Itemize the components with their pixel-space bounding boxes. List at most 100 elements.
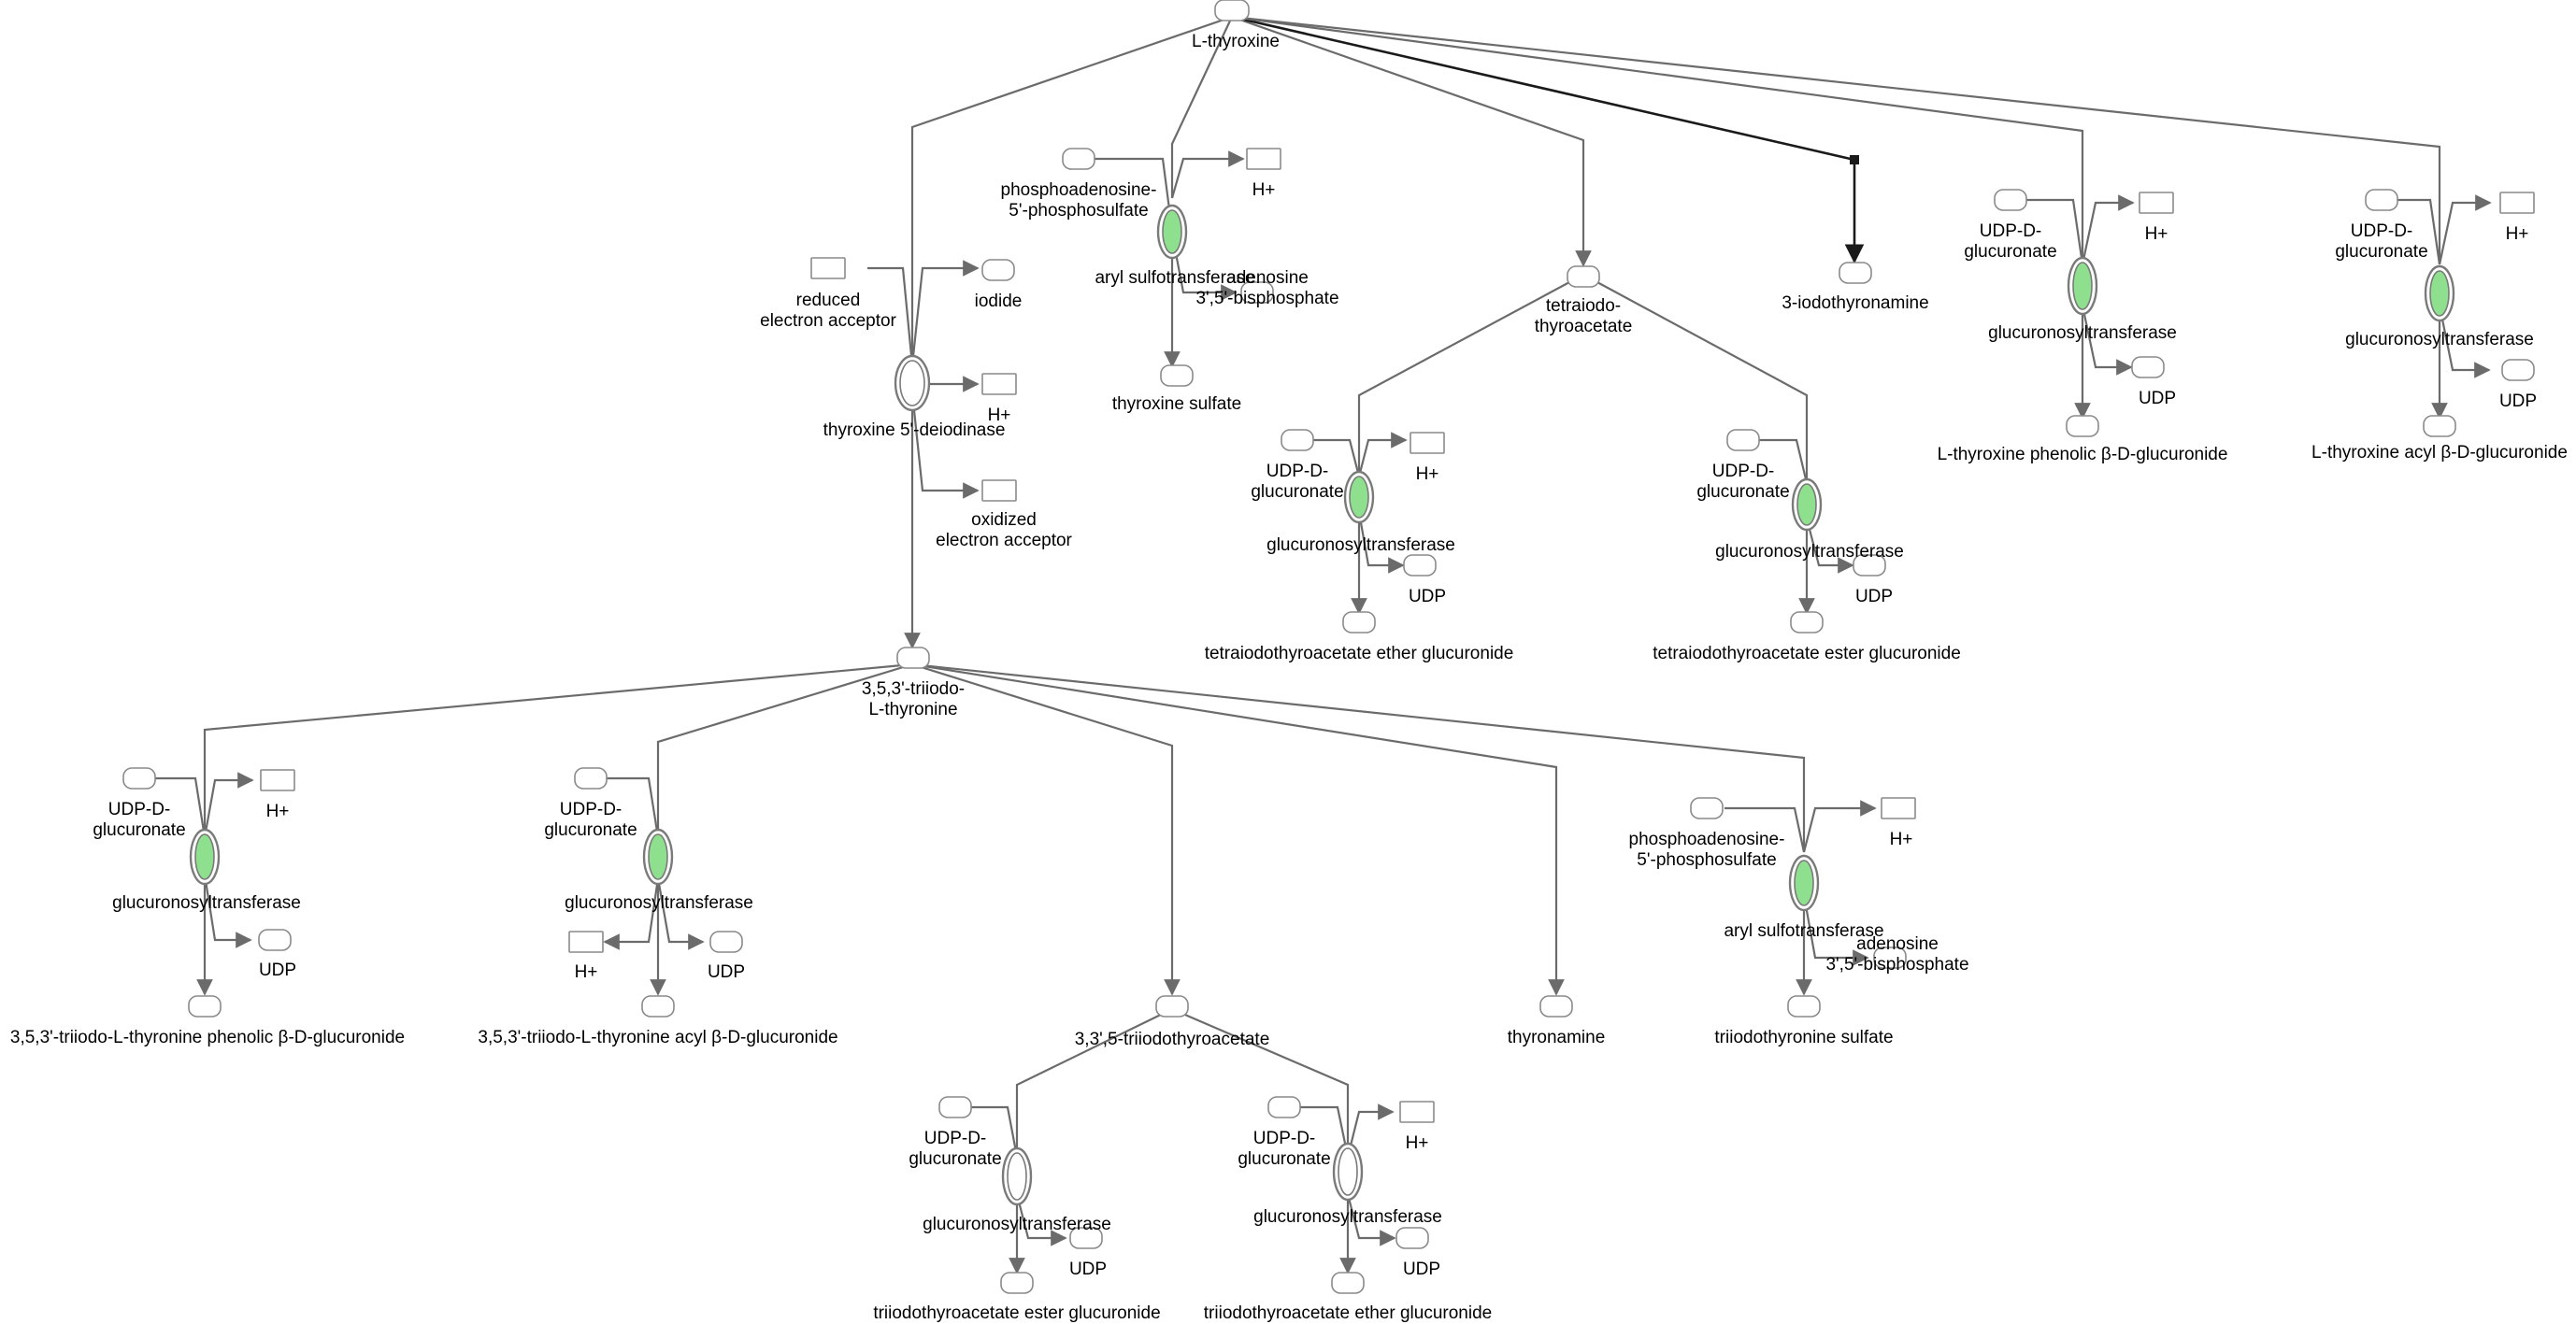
udp-node[interactable] [2501,359,2535,381]
triac-ester-glucuronide-node[interactable] [1000,1272,1034,1294]
enzyme-sulfTop-node[interactable] [1156,204,1188,260]
udp-glucuronate-node[interactable] [1281,429,1314,451]
reaction-edge [910,260,980,366]
thyroxine-sulfate-node[interactable] [1160,364,1194,387]
reaction-edge [203,662,913,837]
t3-acyl-glucuronide-node[interactable] [641,995,675,1018]
enzyme-ugtR1-node[interactable] [2067,256,2098,316]
reaction-edge [2438,194,2492,265]
label-hplusB4: H+ [1406,1133,1429,1153]
udp-glucuronate-node[interactable] [574,767,608,790]
udp-glucuronate-node[interactable] [1726,429,1760,451]
reaction-edge [904,15,1233,649]
udp-glucuronate-node[interactable] [1267,1096,1301,1118]
enzyme-ugtR2-node[interactable] [2424,264,2455,322]
enzyme-deiodinase-node[interactable] [894,354,931,412]
reaction-edge [911,662,1181,996]
reaction-edge [656,662,913,837]
label-thyroxine: L-thyroxine [1192,32,1280,51]
udp-node[interactable] [1403,554,1437,577]
L-thyroxine-node[interactable] [1214,0,1250,21]
hplus-node[interactable] [981,373,1017,395]
udp-glucuronate-node[interactable] [938,1096,972,1118]
tetrac-ester-glucuronide-node[interactable] [1790,611,1824,634]
udp-glucuronate-node[interactable] [1994,189,2027,211]
udp-node[interactable] [709,931,743,953]
reaction-edge [1357,511,1405,574]
reaction-edge [2081,305,2133,376]
oxidized-electron-acceptor-node[interactable] [981,479,1017,502]
label-thyroxineSulfate: thyroxine sulfate [1112,394,1241,414]
udp-node[interactable] [258,929,292,951]
enzyme-ugtT1-node[interactable] [1343,470,1375,524]
thyroxine-acyl-glucuronide-node[interactable] [2423,415,2456,437]
udp-node[interactable] [1395,1227,1429,1249]
reduced-electron-acceptor-node[interactable] [810,257,846,279]
reaction-edge [1170,150,1245,199]
enzyme-ugtB2-node[interactable] [642,828,674,886]
udp-glucuronate-node[interactable] [122,767,156,790]
hplus-node[interactable] [260,769,295,791]
reaction-edge [867,266,914,366]
enzyme-ugtT2-node[interactable] [1791,477,1823,532]
label-hplusB2: H+ [575,962,598,982]
label-papsB: phosphoadenosine-5'-phosphosulfate [1629,830,1785,870]
hplus-node[interactable] [1399,1101,1435,1123]
reaction-edge [1170,16,1233,198]
hplus-node[interactable] [568,931,604,953]
paps-node[interactable] [1062,148,1095,170]
thyroxine-phenolic-glucuronide-node[interactable] [2066,415,2099,437]
iodothyronamine-node[interactable] [1839,262,1872,284]
hplus-node[interactable] [1410,432,1445,454]
reaction-edge [1231,15,2084,264]
udp-node[interactable] [1069,1227,1103,1249]
label-hplusT1: H+ [1416,464,1439,484]
udp-node[interactable] [1853,554,1886,577]
hplus-node[interactable] [2139,192,2174,214]
label-udpB4: UDP [1403,1260,1440,1279]
label-ugtT1: glucuronosyltransferase [1267,535,1455,555]
reaction-edge [1724,806,1806,853]
hplus-node[interactable] [1881,797,1916,819]
reaction-edge [1582,274,1809,483]
label-triacEther: triiodothyroacetate ether glucuronide [1204,1303,1492,1323]
udp-glucuronate-node[interactable] [2365,189,2398,211]
label-udpgaB3: UDP-D-glucuronate [909,1129,1001,1169]
label-hplusR2: H+ [2506,224,2529,244]
triac-ether-glucuronide-node[interactable] [1331,1272,1365,1294]
triiodothyroacetate-node[interactable] [1155,995,1189,1018]
reaction-edge [910,392,980,499]
t3-phenolic-glucuronide-node[interactable] [188,995,222,1018]
reaction-edge [1802,800,1877,853]
reaction-edge [1313,438,1361,477]
hplus-node[interactable] [1246,148,1281,170]
paps-node[interactable] [1690,797,1724,819]
triiodothyronine-sulfate-node[interactable] [1787,995,1821,1018]
adenosine-bisphosphate-node[interactable] [1873,947,1907,969]
label-udpT1: UDP [1409,587,1446,606]
enzyme-ugtB4-node[interactable] [1332,1142,1364,1202]
reaction-edge [911,662,1806,852]
reaction-edge [1015,1008,1173,1157]
reaction-edge [607,776,660,838]
label-hplusDeiod: H+ [988,406,1011,425]
enzyme-ugtB3-node[interactable] [1001,1146,1033,1206]
reaction-edge [656,877,705,950]
reaction-edge [1300,1105,1350,1158]
hplus-node[interactable] [2499,192,2535,214]
tetraiodothyroacetate-node[interactable] [1567,265,1600,288]
udp-node[interactable] [2131,356,2165,378]
triiodothyronine-node[interactable] [896,647,930,669]
tetrac-ether-glucuronide-node[interactable] [1342,611,1376,634]
thyronamine-node[interactable] [1539,995,1573,1018]
enzyme-ugtB1-node[interactable] [189,828,221,886]
iodide-node[interactable] [981,259,1015,281]
adenosine-bisphosphate-node[interactable] [1240,281,1274,304]
label-triacEster: triiodothyroacetate ester glucuronide [873,1303,1160,1323]
label-thyronamine: thyronamine [1508,1028,1606,1047]
enzyme-sulfB-node[interactable] [1788,854,1820,912]
